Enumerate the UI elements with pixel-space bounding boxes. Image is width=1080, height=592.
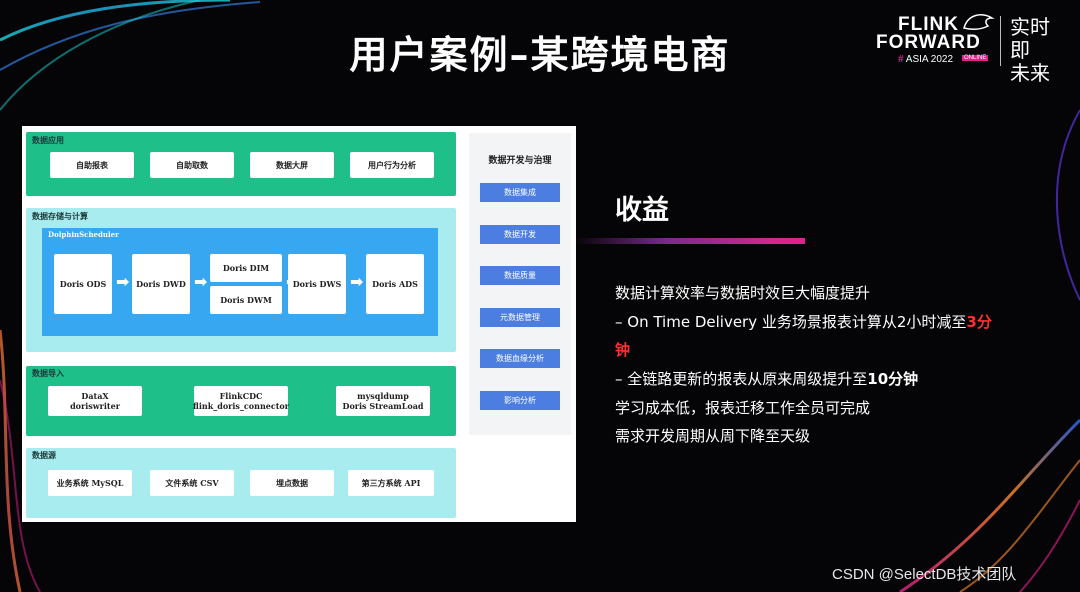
layer-data-application: 数据应用 自助报表 自助取数 数据大屏 用户行为分析 [26,132,456,196]
app-item-dashboard: 数据大屏 [250,152,334,178]
dolphinscheduler-panel: DolphinScheduler Doris ODS ➡ Doris DWD ➡… [42,228,438,336]
layer-label: 数据应用 [32,136,64,145]
gov-item-impact: 影响分析 [480,391,560,410]
import-item-line1: DataX [81,391,109,401]
logo-separator [1000,16,1001,66]
layer-label: 数据存储与计算 [32,212,88,221]
gov-item-lineage: 数据血缘分析 [480,349,560,368]
node-doris-ods: Doris ODS [54,254,112,314]
node-doris-ads: Doris ADS [366,254,424,314]
benefit-line-3-highlight: 钟 [615,341,631,359]
node-doris-dws: Doris DWS [288,254,346,314]
gov-item-metadata: 元数据管理 [480,308,560,327]
scheduler-label: DolphinScheduler [48,230,119,239]
logo-line2: FORWARD [876,32,981,53]
app-item-user-behavior: 用户行为分析 [350,152,434,178]
squirrel-icon [963,14,995,31]
benefit-line-2-highlight: 3分 [966,313,992,331]
benefits-underline-bar [575,238,805,244]
logo-cn-top: 实时即 [1010,15,1050,62]
import-item-line1: FlinkCDC [219,391,263,401]
logo-event: # ASIA 2022 [898,54,953,65]
arrow-right-icon: ➡ [350,272,364,291]
benefit-line-6: 需求开发周期从周下降至天级 [615,427,811,445]
benefit-line-4-highlight: 10分钟 [867,370,919,388]
logo-line1: FLINK [898,14,959,35]
arrow-right-icon: ➡ [194,272,208,291]
layer-label: 数据导入 [32,369,64,378]
logo-badge: ONLINE [962,55,989,61]
arrow-right-icon: ➡ [116,272,130,291]
gov-item-integration: 数据集成 [480,183,560,202]
governance-title: 数据开发与治理 [488,156,552,166]
import-item-line2: Doris StreamLoad [342,401,424,411]
csdn-watermark: CSDN @SelectDB技术团队 [832,566,1017,583]
logo-cn-slogan: 实时即 未来 [1010,16,1050,85]
gov-item-development: 数据开发 [480,225,560,244]
source-item-csv: 文件系统 CSV [150,470,234,496]
app-item-self-fetch: 自助取数 [150,152,234,178]
benefit-line-4: – 全链路更新的报表从原来周级提升至10分钟 [615,368,918,389]
logo-cn-bottom: 未来 [1010,61,1050,85]
benefit-line-4-text: – 全链路更新的报表从原来周级提升至 [615,370,868,388]
layer-label: 数据源 [32,451,56,460]
benefit-line-5: 学习成本低，报表迁移工作全员可完成 [615,399,871,417]
node-doris-dwm: Doris DWM [210,286,282,314]
gov-item-quality: 数据质量 [480,266,560,285]
governance-panel: 数据开发与治理 数据集成 数据开发 数据质量 元数据管理 数据血缘分析 影响分析 [469,133,571,435]
import-item-line2: doriswriter [70,401,120,411]
logo-hash: # [898,54,904,65]
layer-storage-compute: 数据存储与计算 DolphinScheduler Doris ODS ➡ Dor… [26,208,456,352]
source-item-tracking: 埋点数据 [250,470,334,496]
layer-data-source: 数据源 业务系统 MySQL 文件系统 CSV 埋点数据 第三方系统 API [26,448,456,518]
node-doris-dwd: Doris DWD [132,254,190,314]
benefit-line-2-text: – On Time Delivery 业务场景报表计算从2小时减至 [615,313,967,331]
source-item-third-party-api: 第三方系统 API [348,470,434,496]
benefit-line-2: – On Time Delivery 业务场景报表计算从2小时减至3分 [615,311,992,332]
node-doris-dim: Doris DIM [210,254,282,282]
import-item-line2: flink_doris_connector [193,401,289,411]
import-item-line1: mysqldump [357,391,409,401]
source-item-mysql: 业务系统 MySQL [48,470,132,496]
benefits-title: 收益 [615,195,669,226]
slide-title: 用户案例–某跨境电商 [349,33,731,77]
benefit-line-1: 数据计算效率与数据时效巨大幅度提升 [615,284,871,302]
flink-forward-logo: FLINK FORWARD # ASIA 2022 ONLINE 实时即 未来 [876,10,1056,85]
app-item-self-report: 自助报表 [50,152,134,178]
logo-event-text: ASIA 2022 [905,54,954,65]
